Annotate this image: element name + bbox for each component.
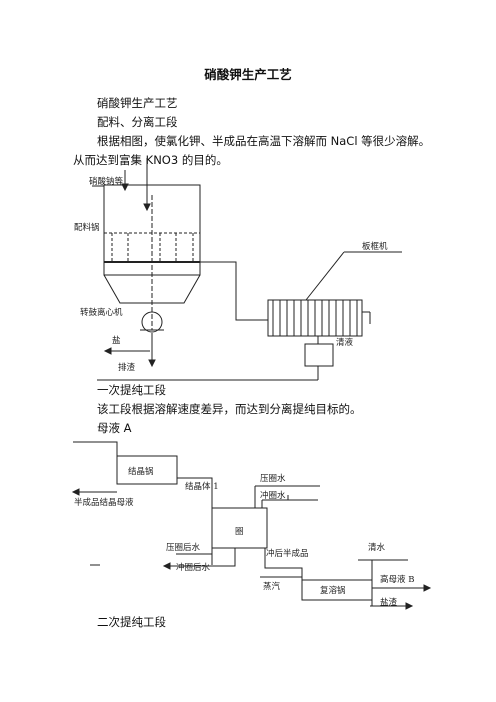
paragraph-process-title: 硝酸钾生产工艺 — [97, 96, 178, 110]
paragraph-mother-liquor-a: 母液 A — [97, 421, 132, 435]
paragraph-second-purification: 二次提纯工段 — [97, 615, 166, 629]
redissolve-vessel — [301, 579, 373, 601]
paragraph-first-purification: 一次提纯工段 — [97, 383, 166, 397]
clear-liquid-tank — [304, 343, 334, 367]
paragraph-section-batching: 配料、分离工段 — [97, 115, 178, 129]
document-title: 硝酸钾生产工艺 — [204, 67, 292, 82]
crystallizer-vessel — [116, 455, 178, 485]
centrifuge-icon — [141, 311, 163, 333]
paragraph-dissolution-speed: 该工段根据溶解速度差异，而达到分离提纯目标的。 — [97, 402, 362, 416]
ring-unit — [211, 507, 268, 549]
paragraph-phase-diagram-b: 从而达到富集 KNO3 的目的。 — [73, 153, 228, 167]
paragraph-phase-diagram-a: 根据相图，使氯化钾、半成品在高温下溶解而 NaCl 等很少溶解。 — [97, 134, 431, 148]
